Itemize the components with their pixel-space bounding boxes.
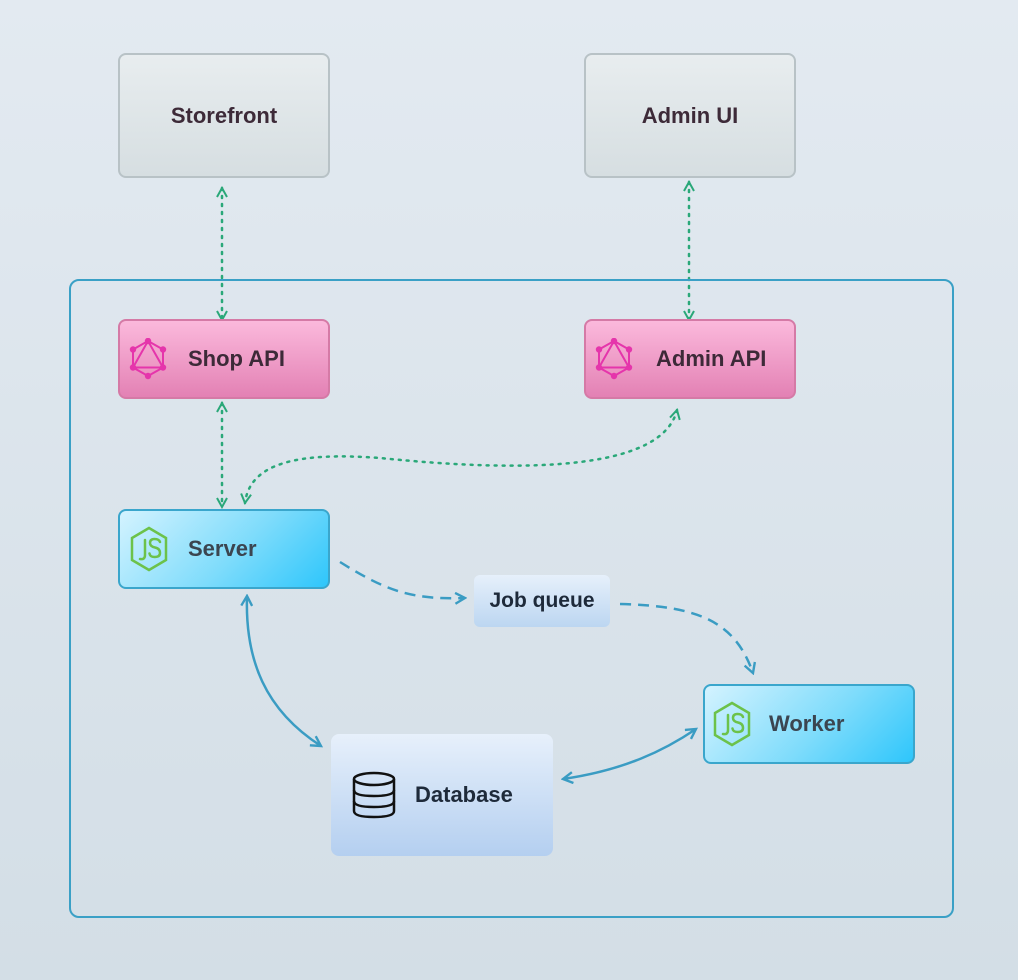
server-node[interactable]: Server [118, 509, 330, 589]
job-queue-node[interactable]: Job queue [474, 575, 610, 627]
database-icon [352, 771, 396, 819]
storefront-node[interactable]: Storefront [118, 53, 330, 178]
backend-container [69, 279, 954, 918]
shop-api-label: Shop API [188, 346, 285, 371]
nodejs-icon [130, 526, 168, 572]
database-label: Database [415, 782, 513, 807]
job-queue-label: Job queue [489, 589, 595, 612]
worker-node[interactable]: Worker [703, 684, 915, 764]
database-node[interactable]: Database [331, 734, 553, 856]
admin-ui-label: Admin UI [641, 102, 739, 128]
storefront-label: Storefront [170, 102, 278, 128]
nodejs-icon [713, 701, 751, 747]
shop-api-node[interactable]: Shop API [118, 319, 330, 399]
server-label: Server [188, 536, 257, 561]
admin-api-label: Admin API [656, 346, 767, 371]
worker-label: Worker [769, 711, 845, 736]
graphql-icon [595, 338, 633, 380]
admin-ui-node[interactable]: Admin UI [584, 53, 796, 178]
graphql-icon [129, 338, 167, 380]
admin-api-node[interactable]: Admin API [584, 319, 796, 399]
